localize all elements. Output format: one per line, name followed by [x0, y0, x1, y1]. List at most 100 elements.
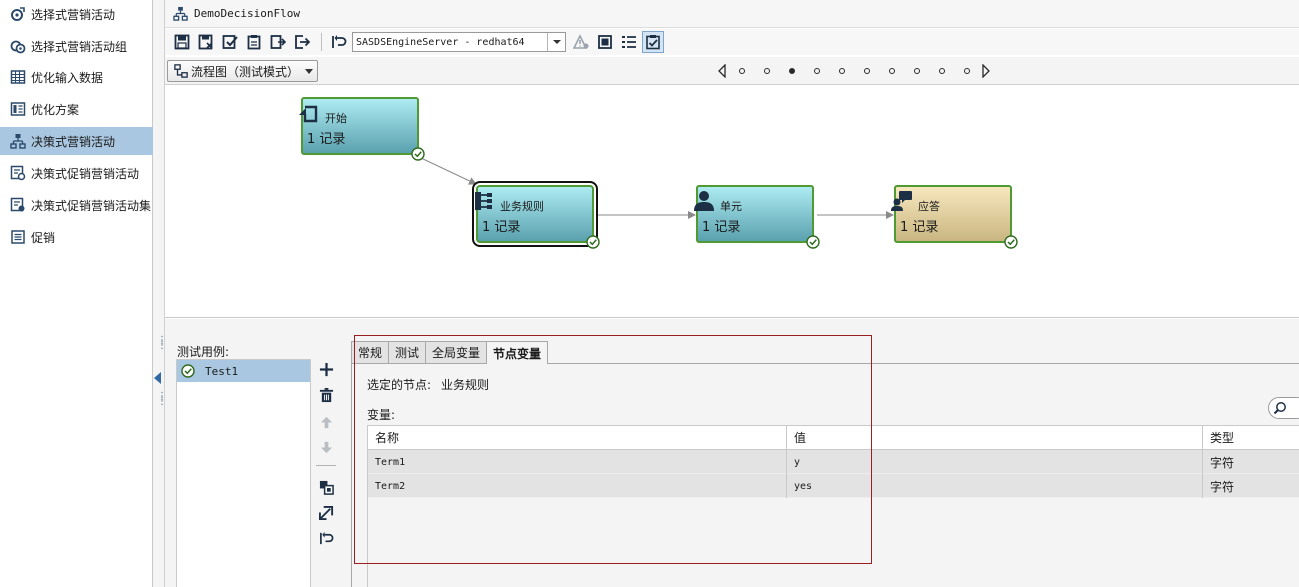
search-button[interactable] [1268, 397, 1299, 419]
table-row[interactable]: Term1 y 字符 [368, 450, 1299, 474]
flow-node-business-rule[interactable]: 业务规则 1 记录 [472, 181, 600, 249]
nav-item-optimization-scenario[interactable]: 优化方案 [0, 95, 153, 123]
save-icon [174, 34, 190, 50]
page-dot[interactable] [804, 63, 829, 79]
testcase-item[interactable]: Test1 [177, 360, 310, 382]
nav-item-label: 决策式促销营销活动 [31, 166, 140, 181]
cell-person-icon [694, 191, 714, 211]
warning-button[interactable] [570, 31, 592, 53]
page-dot[interactable] [904, 63, 929, 79]
collapse-arrow-icon[interactable] [154, 372, 161, 384]
node-record-count: 1 记录 [702, 220, 741, 235]
testcases-list[interactable]: Test1 [176, 359, 311, 587]
nav-item-label: 优化输入数据 [31, 70, 104, 85]
properties-button[interactable] [243, 31, 265, 53]
flow-node-response[interactable]: 应答 1 记录 [891, 185, 1018, 249]
table-row[interactable]: Term2 yes 字符 [368, 474, 1299, 498]
window-titlebar: DemoDecisionFlow [165, 0, 1299, 28]
plus-icon [319, 362, 333, 376]
flow-canvas[interactable]: 开始 1 记录 业务规则 1 记录 单元 1 记录 应答 1 记录 •••••• [165, 86, 1299, 329]
save-button[interactable] [171, 31, 193, 53]
record-pager [715, 63, 993, 79]
testcases-label: 测试用例: [177, 345, 230, 359]
connector-start-to-rule [420, 157, 477, 185]
decision-flow-editor: DemoDecisionFlow SASDSEngineServer - red… [165, 0, 1299, 587]
undo-icon [332, 35, 347, 48]
selected-node-value: 业务规则 [441, 378, 490, 392]
column-header-name[interactable]: 名称 [368, 426, 787, 450]
cell-value[interactable]: yes [787, 474, 1203, 498]
page-dot[interactable] [729, 63, 754, 79]
page-dot[interactable] [854, 63, 879, 79]
warning-icon [573, 34, 589, 49]
list-view-button[interactable] [618, 31, 640, 53]
column-header-type[interactable]: 类型 [1203, 426, 1299, 450]
tab-general[interactable]: 常规 [351, 341, 390, 363]
add-testcase-button[interactable] [316, 359, 336, 379]
export-button[interactable] [291, 31, 313, 53]
page-dot[interactable] [954, 63, 979, 79]
panel-splitter[interactable]: ⋮⋮ ⋮⋮ [153, 0, 167, 587]
nav-item-selection-campaign[interactable]: 选择式营销活动 [0, 0, 153, 28]
check-circle-icon [586, 235, 600, 249]
list-icon [11, 230, 25, 244]
flow-diagram-icon [174, 64, 188, 78]
cell-type: 字符 [1210, 479, 1235, 494]
reset-testcase-button[interactable] [316, 528, 336, 548]
nav-item-promotion[interactable]: 促销 [0, 223, 153, 251]
publish-button[interactable] [267, 31, 289, 53]
view-mode-select[interactable]: 流程图（测试模式） [167, 60, 318, 82]
publish-icon [270, 35, 286, 49]
flow-node-start[interactable]: 开始 1 记录 [299, 97, 425, 161]
variables-label: 变量: [367, 408, 396, 422]
node-title: 业务规则 [500, 200, 544, 213]
tab-test[interactable]: 测试 [388, 341, 427, 363]
import-testcase-button[interactable] [316, 502, 336, 522]
reset-button[interactable] [328, 31, 350, 53]
node-variables-content: 选定的节点:业务规则 变量: 名称 值 类型 Term1 y 字符 [351, 363, 1299, 587]
check-document-icon [222, 35, 238, 49]
nav-item-decision-promo-campaign[interactable]: 决策式促销营销活动 [0, 159, 153, 187]
node-record-count: 1 记录 [900, 220, 939, 235]
delete-testcase-button[interactable] [316, 385, 336, 405]
save-as-button[interactable] [195, 31, 217, 53]
column-header-value[interactable]: 值 [787, 426, 1203, 450]
page-dot[interactable] [879, 63, 904, 79]
cell-name: Term1 [368, 450, 787, 474]
page-dot[interactable] [779, 63, 804, 79]
previous-page-button[interactable] [715, 63, 729, 79]
bullet-list-icon [622, 36, 636, 48]
node-record-count: 1 记录 [482, 220, 521, 235]
chevron-down-icon [547, 33, 565, 51]
properties-tabs: 常规 测试 全局变量 节点变量 [351, 341, 549, 364]
nav-item-decision-campaign[interactable]: 决策式营销活动 [0, 127, 153, 155]
move-up-button[interactable] [316, 412, 336, 432]
testcase-name: Test1 [205, 364, 239, 378]
test-mode-button[interactable] [642, 31, 664, 53]
campaign-icon [11, 7, 25, 21]
nav-item-decision-promo-campaign-set[interactable]: 决策式促销营销活动集 [0, 191, 153, 219]
page-dot[interactable] [929, 63, 954, 79]
tab-global-variables[interactable]: 全局变量 [425, 341, 488, 363]
validate-button[interactable] [219, 31, 241, 53]
node-title: 开始 [325, 112, 347, 125]
server-select[interactable]: SASDSEngineServer - redhat64 [352, 32, 566, 52]
nav-item-optimization-data[interactable]: 优化输入数据 [0, 63, 153, 91]
server-select-value: SASDSEngineServer - redhat64 [356, 36, 525, 48]
nav-item-selection-campaign-group[interactable]: 选择式营销活动组 [0, 32, 153, 60]
actions-separator [316, 465, 336, 466]
tab-node-variables[interactable]: 节点变量 [486, 341, 549, 364]
stop-button[interactable] [594, 31, 616, 53]
variables-table: 名称 值 类型 Term1 y 字符 Term2 yes 字符 [367, 425, 1299, 587]
move-down-button[interactable] [316, 437, 336, 457]
next-page-button[interactable] [979, 63, 993, 79]
nav-item-label: 决策式促销营销活动集 [31, 198, 152, 213]
toolbar-separator [321, 33, 322, 51]
flow-node-cell[interactable]: 单元 1 记录 [694, 185, 820, 249]
copy-testcase-button[interactable] [316, 477, 336, 497]
page-dot[interactable] [829, 63, 854, 79]
cell-value[interactable]: y [787, 450, 1203, 474]
page-dot[interactable] [754, 63, 779, 79]
navigation-panel: 选择式营销活动 选择式营销活动组 优化输入数据 优化方案 决策式营销活动 决策式… [0, 0, 153, 587]
nav-item-label: 决策式营销活动 [31, 134, 116, 149]
